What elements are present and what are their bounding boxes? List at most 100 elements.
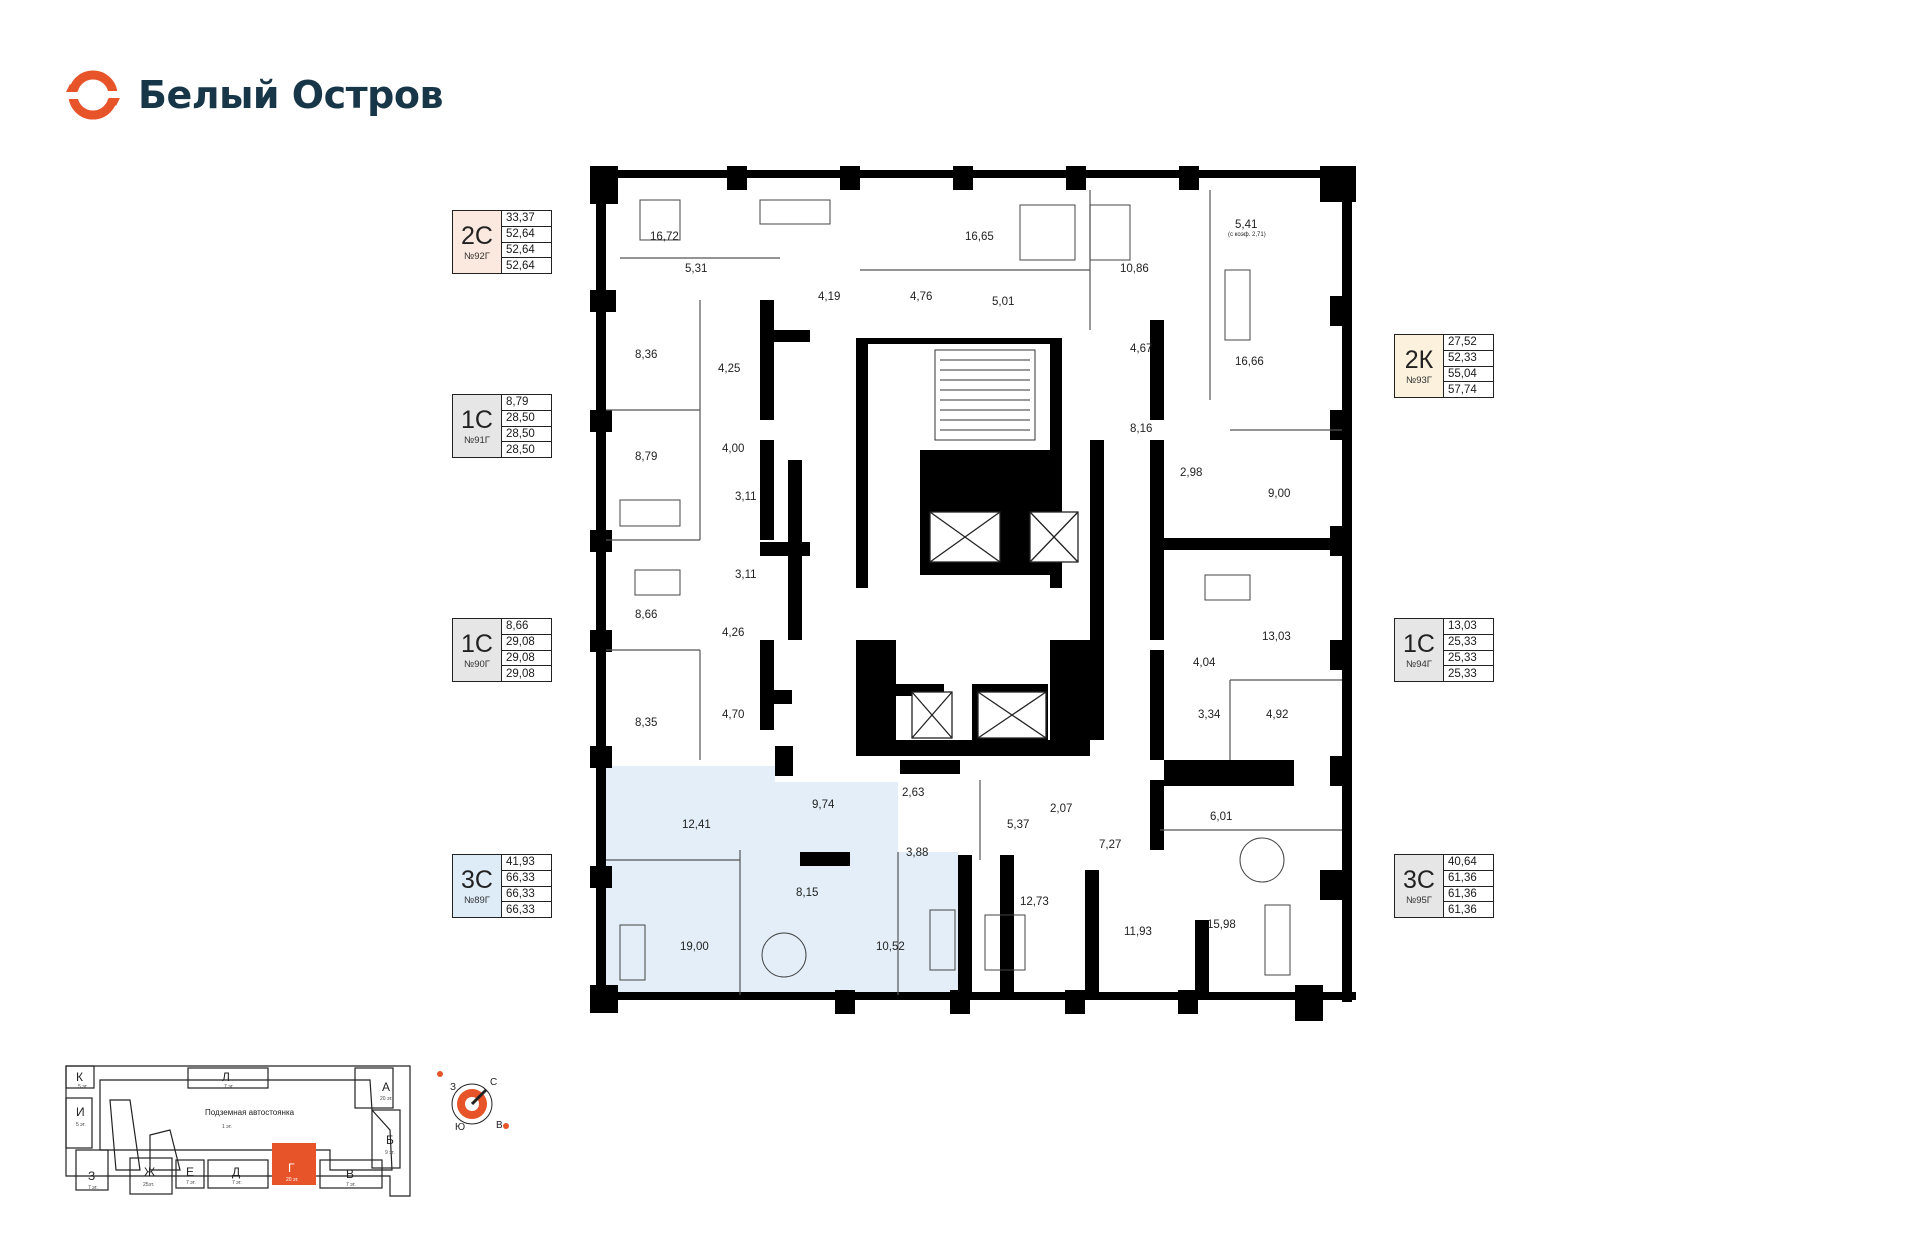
apartment-type-cell: 1С №91Г <box>453 395 502 457</box>
apartment-type: 2К <box>1404 345 1434 374</box>
apartment-card-94[interactable]: 1С №94Г 13,03 25,33 25,33 25,33 <box>1394 618 1494 682</box>
apartment-value: 66,33 <box>506 903 535 916</box>
room-area: 4,25 <box>718 363 740 375</box>
room-area: 5,41 <box>1235 219 1257 231</box>
room-area: 8,16 <box>1130 423 1152 435</box>
apartment-value: 25,33 <box>1448 667 1477 680</box>
apartment-number: №91Г <box>464 434 490 446</box>
room-area: 4,76 <box>910 291 932 303</box>
room-area: 16,65 <box>965 231 994 243</box>
brand-name: Белый Остров <box>138 73 444 117</box>
apartment-value: 13,03 <box>1444 619 1493 635</box>
room-area: 2,63 <box>902 787 924 799</box>
room-areas: 16,72 5,31 16,65 4,76 4,19 5,01 10,86 5,… <box>635 219 1291 953</box>
room-area: 16,72 <box>650 231 679 243</box>
apartment-value: 33,37 <box>502 211 551 227</box>
apartment-number: №89Г <box>464 894 490 906</box>
room-area: 7,27 <box>1099 839 1121 851</box>
room-area: 16,66 <box>1235 356 1264 368</box>
apartment-value: 66,33 <box>502 887 551 903</box>
apartment-type: 2С <box>461 221 493 250</box>
apartment-value: 55,04 <box>1444 367 1493 383</box>
stairs <box>934 349 1036 441</box>
room-area: 9,74 <box>812 799 835 811</box>
room-area: 4,70 <box>722 709 744 721</box>
apartment-value: 61,36 <box>1444 871 1493 887</box>
apartment-value: 61,36 <box>1448 903 1477 916</box>
room-area: 3,11 <box>735 491 757 503</box>
apartment-type: 1С <box>461 629 493 658</box>
apartment-number: №95Г <box>1406 894 1432 906</box>
apartment-value: 41,93 <box>502 855 551 871</box>
apartment-value: 28,50 <box>506 443 535 456</box>
apartment-value: 29,08 <box>502 635 551 651</box>
apartment-type: 3С <box>461 865 493 894</box>
apartment-value: 52,64 <box>502 227 551 243</box>
apartment-card-89[interactable]: 3С №89Г 41,93 66,33 66,33 66,33 <box>452 854 552 918</box>
apartment-value: 27,52 <box>1444 335 1493 351</box>
apartment-card-95[interactable]: 3С №95Г 40,64 61,36 61,36 61,36 <box>1394 854 1494 918</box>
apartment-value: 25,33 <box>1444 651 1493 667</box>
apartment-number: №93Г <box>1406 374 1432 386</box>
furniture <box>619 199 1291 981</box>
apartment-type: 3С <box>1403 865 1435 894</box>
room-area: 2,98 <box>1180 467 1202 479</box>
apartment-type-cell: 2К №93Г <box>1395 335 1444 397</box>
apartment-card-93[interactable]: 2К №93Г 27,52 52,33 55,04 57,74 <box>1394 334 1494 398</box>
apartment-value: 52,33 <box>1444 351 1493 367</box>
apartment-value: 8,79 <box>502 395 551 411</box>
interior-partitions <box>606 190 1342 995</box>
apartment-number: №94Г <box>1406 658 1432 670</box>
apartment-value: 28,50 <box>502 427 551 443</box>
room-area: 4,00 <box>722 443 744 455</box>
room-area: 8,79 <box>635 451 657 463</box>
apartment-type-cell: 2С №92Г <box>453 211 502 273</box>
apartment-number: №92Г <box>464 250 490 262</box>
apartment-89-highlight <box>606 766 958 995</box>
room-area: 3,88 <box>906 847 928 859</box>
room-area: 19,00 <box>680 941 709 953</box>
elevator-shafts <box>911 511 1079 739</box>
logo-icon <box>64 70 122 120</box>
room-area: 9,00 <box>1268 488 1290 500</box>
apartment-value: 25,33 <box>1444 635 1493 651</box>
room-area: 8,35 <box>635 717 657 729</box>
apartment-value: 66,33 <box>502 871 551 887</box>
apartment-value: 28,50 <box>502 411 551 427</box>
apartment-card-90[interactable]: 1С №90Г 8,66 29,08 29,08 29,08 <box>452 618 552 682</box>
apartment-type-cell: 3С №89Г <box>453 855 502 917</box>
room-area: 5,01 <box>992 296 1014 308</box>
apartment-card-92[interactable]: 2С №92Г 33,37 52,64 52,64 52,64 <box>452 210 552 274</box>
apartment-value: 57,74 <box>1448 383 1477 396</box>
room-area: 4,26 <box>722 627 744 639</box>
apartment-type: 1С <box>461 405 493 434</box>
apartment-card-91[interactable]: 1С №91Г 8,79 28,50 28,50 28,50 <box>452 394 552 458</box>
room-area: 8,36 <box>635 349 657 361</box>
room-area: 15,98 <box>1207 919 1236 931</box>
apartment-value: 52,64 <box>506 259 535 272</box>
room-area: 13,03 <box>1262 631 1291 643</box>
apartment-value: 8,66 <box>502 619 551 635</box>
room-area: 6,01 <box>1210 811 1232 823</box>
room-area: 12,73 <box>1020 896 1049 908</box>
room-area: 4,92 <box>1266 709 1288 721</box>
apartment-value: 61,36 <box>1444 887 1493 903</box>
room-area: 10,86 <box>1120 263 1149 275</box>
room-area: 12,41 <box>682 819 711 831</box>
apartment-value: 29,08 <box>502 651 551 667</box>
room-area: 8,15 <box>796 887 818 899</box>
apartment-type-cell: 1С №90Г <box>453 619 502 681</box>
room-area: 3,11 <box>735 569 757 581</box>
room-area: 4,19 <box>818 291 840 303</box>
room-area: 11,93 <box>1124 926 1152 938</box>
apartment-type-cell: 3С №95Г <box>1395 855 1444 917</box>
apartment-value: 52,64 <box>502 243 551 259</box>
apartment-value: 29,08 <box>506 667 535 680</box>
apartment-number: №90Г <box>464 658 490 670</box>
room-area: 4,67 <box>1130 343 1152 355</box>
room-area: (с коэф. 2,71) <box>1228 232 1266 238</box>
room-area: 10,52 <box>876 941 905 953</box>
room-area: 8,66 <box>635 609 657 621</box>
brand-logo[interactable]: Белый Остров <box>64 66 444 124</box>
